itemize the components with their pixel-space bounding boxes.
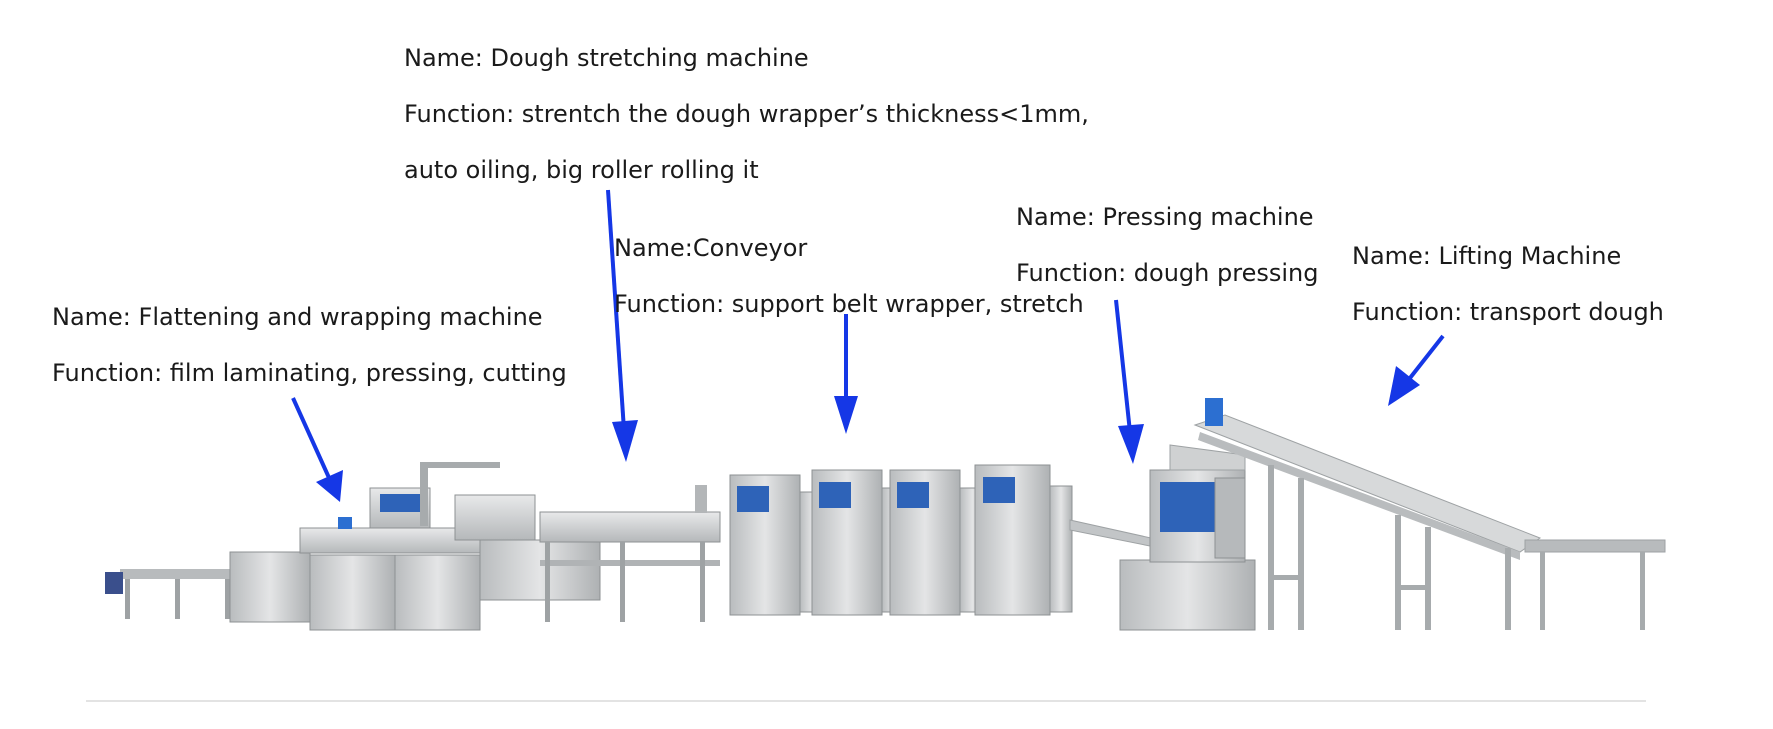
conveyor-function: Function: support belt wrapper, stretch: [614, 290, 1084, 318]
arrow-pressing: [1114, 299, 1144, 464]
stretching-name: Name: Dough stretching machine: [404, 44, 809, 72]
stretching-function-line2: auto oiling, big roller rolling it: [404, 156, 759, 184]
flattening-name: Name: Flattening and wrapping machine: [52, 303, 543, 331]
lifting-function: Function: transport dough: [1352, 298, 1664, 326]
arrow-conveyor: [834, 314, 858, 434]
pressing-function: Function: dough pressing: [1016, 259, 1319, 287]
stretching-conveyor: [539, 485, 721, 622]
lifting-name: Name: Lifting Machine: [1352, 242, 1622, 270]
bottom-divider: [86, 700, 1646, 702]
arrow-flattening: [291, 397, 343, 502]
label-pressing-machine: Name: Pressing machine Function: dough p…: [1016, 189, 1318, 301]
flattening-function: Function: film laminating, pressing, cut…: [52, 359, 567, 387]
arrow-stretching: [606, 189, 638, 462]
outfeed-table: [105, 569, 240, 619]
label-flattening-machine: Name: Flattening and wrapping machine Fu…: [52, 289, 567, 401]
stretching-function-line1: Function: strentch the dough wrapper’s t…: [404, 100, 1089, 128]
flattening-machine: [229, 462, 601, 631]
conveyor-name: Name:Conveyor: [614, 234, 808, 262]
label-lifting-machine: Name: Lifting Machine Function: transpor…: [1352, 228, 1664, 340]
pressing-machine: [1119, 444, 1256, 631]
pressing-name: Name: Pressing machine: [1016, 203, 1314, 231]
stretching-units: [729, 464, 1161, 616]
label-stretching-machine: Name: Dough stretching machine Function:…: [404, 30, 1089, 198]
label-conveyor: Name:Conveyor Function: support belt wra…: [614, 220, 1084, 332]
lifting-machine: [1193, 398, 1666, 630]
arrow-lifting: [1388, 334, 1445, 406]
